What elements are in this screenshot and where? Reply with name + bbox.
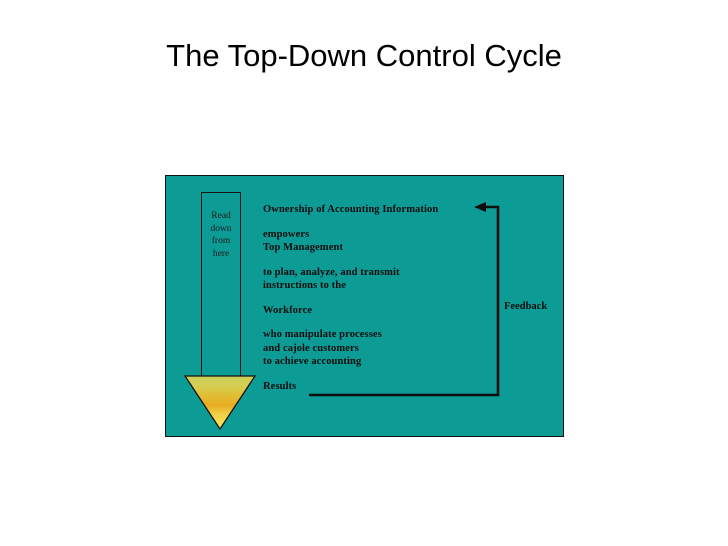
feedback-label: Feedback xyxy=(504,301,548,312)
stanza: to plan, analyze, and transmit instructi… xyxy=(263,266,513,293)
text-line: who manipulate processes xyxy=(263,329,382,340)
diagram-text-block: Ownership of Accounting Information empo… xyxy=(263,203,513,393)
down-arrow-shaft xyxy=(201,192,241,376)
read-down-from-here-label: Read down from here xyxy=(201,210,241,260)
stanza: Workforce xyxy=(263,304,513,318)
down-arrow-head-icon xyxy=(183,375,257,431)
text-line: Workforce xyxy=(263,304,313,316)
read-down-line: down xyxy=(210,223,232,234)
text-line: and cajole customers xyxy=(263,342,359,354)
stanza: Ownership of Accounting Information xyxy=(263,203,513,217)
text-line: empowers xyxy=(263,228,310,240)
stanza: Results xyxy=(263,380,513,394)
read-down-line: from xyxy=(211,236,231,246)
read-down-line: here xyxy=(212,248,230,259)
stanza: empowers Top Management xyxy=(263,228,513,255)
text-line: instructions to the xyxy=(263,280,346,291)
text-line: to plan, analyze, and transmit xyxy=(263,266,400,278)
text-line: Top Management xyxy=(263,242,344,253)
text-line: Ownership of Accounting Information xyxy=(263,204,439,215)
text-line: to achieve accounting xyxy=(263,356,362,367)
stanza: who manipulate processes and cajole cust… xyxy=(263,328,513,369)
read-down-line: Read xyxy=(211,211,231,221)
diagram-panel: Read down from here Ownership of Account… xyxy=(165,175,564,437)
text-line: Results xyxy=(263,380,297,392)
page-title: The Top-Down Control Cycle xyxy=(166,38,562,73)
